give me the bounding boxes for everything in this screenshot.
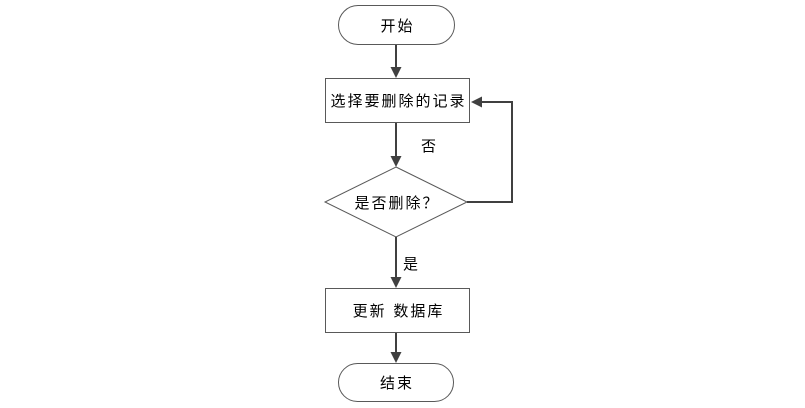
process-node-update-database: 更新 数据库 [325,288,470,333]
start-node-label: 开始 [380,16,415,35]
end-node: 结束 [338,363,454,402]
arrowhead-down-icon [390,352,402,363]
connector-decision-to-update [390,237,402,288]
arrowhead-left-icon [471,96,482,108]
connector-select-to-decision [390,123,402,167]
connector-update-to-end [390,333,402,363]
connector-decision-to-select-feedback [467,96,513,203]
start-node: 开始 [338,5,455,45]
arrowhead-down-icon [390,277,402,288]
edge-label-no: 否 [421,137,437,155]
edge-label-yes: 是 [403,255,419,273]
end-node-label: 结束 [379,374,414,392]
process-node-select-record-label: 选择要删除的记录 [330,92,467,110]
process-node-update-database-label: 更新 数据库 [352,302,445,320]
process-node-select-record: 选择要删除的记录 [325,78,470,123]
arrowhead-down-icon [390,67,402,78]
connector-start-to-select [390,45,402,78]
arrowhead-down-icon [390,156,402,167]
decision-diamond-shape [323,166,469,238]
